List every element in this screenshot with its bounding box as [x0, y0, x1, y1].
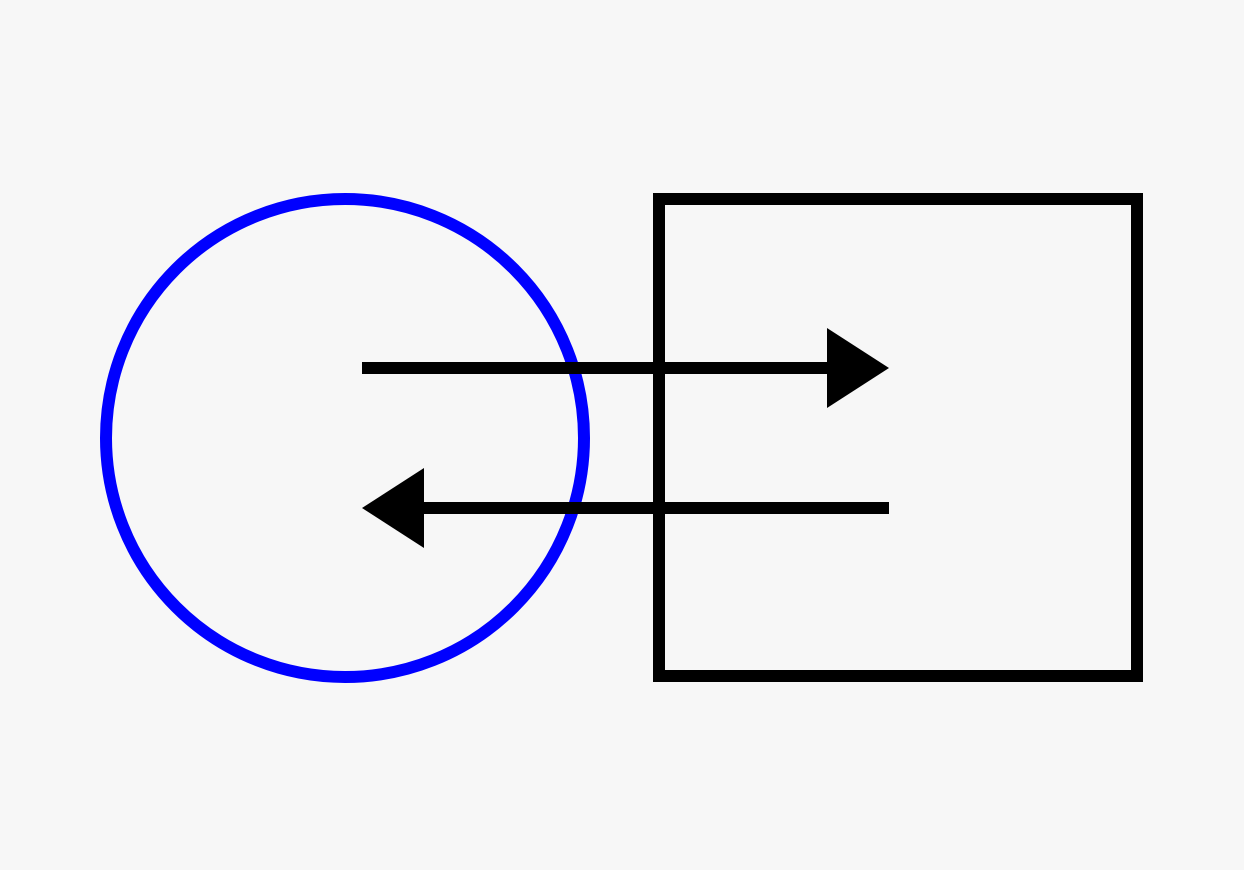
arrow-right [362, 328, 889, 408]
square-shape [653, 193, 1143, 682]
arrow-right-head [827, 328, 889, 408]
arrow-left-head [362, 468, 424, 548]
arrow-left [362, 468, 889, 548]
circle-shape [100, 193, 590, 683]
